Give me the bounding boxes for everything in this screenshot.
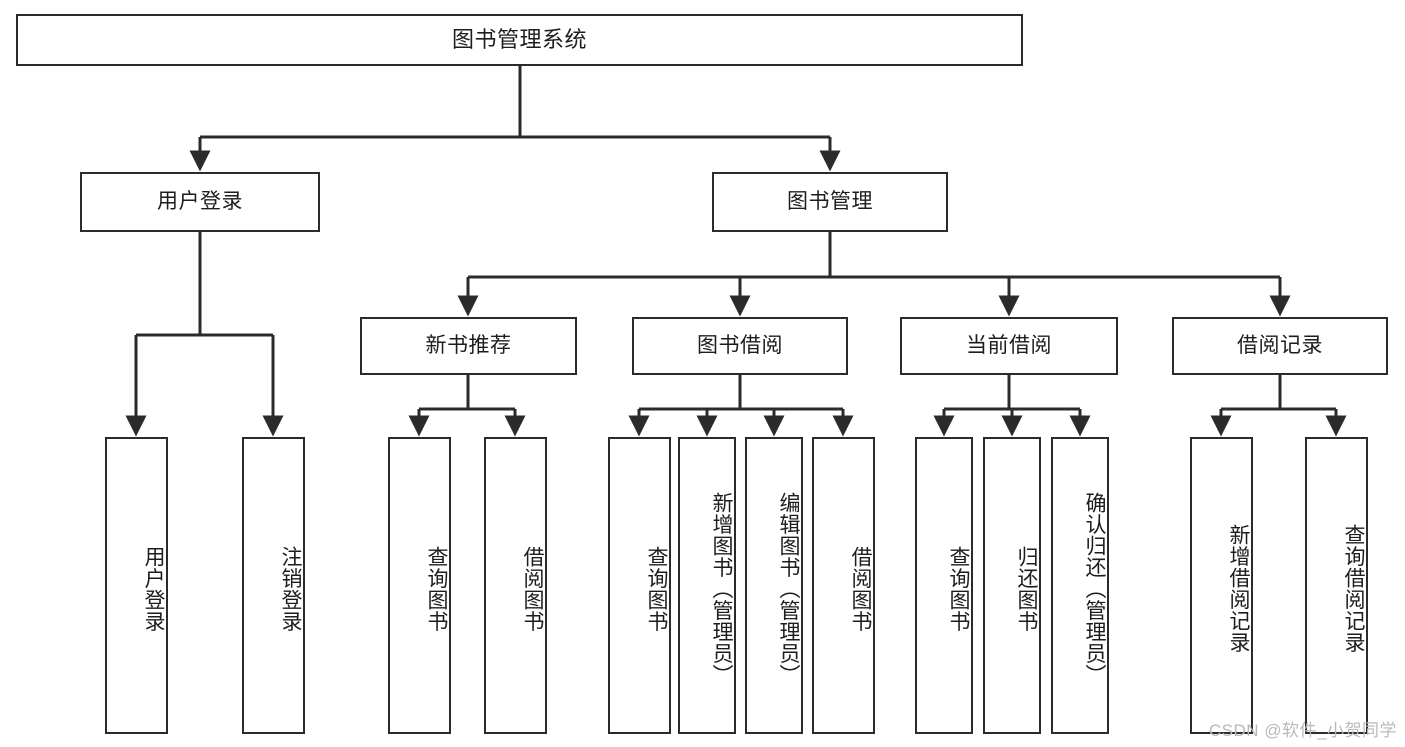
- node-leaf-query-book-recommend-label: 查询图书: [425, 545, 448, 632]
- node-leaf-confirm-return-admin[interactable]: 确认归还（管理员）: [1051, 437, 1109, 734]
- node-leaf-query-book-borrow[interactable]: 查询图书: [608, 437, 671, 734]
- node-leaf-user-logout[interactable]: 注销登录: [242, 437, 305, 734]
- node-new-book-recommend-label: 新书推荐: [425, 334, 512, 358]
- node-user-login-label: 用户登录: [157, 190, 243, 214]
- node-leaf-user-login[interactable]: 用户登录: [105, 437, 168, 734]
- node-new-book-recommend[interactable]: 新书推荐: [360, 317, 577, 375]
- node-leaf-query-borrow-record[interactable]: 查询借阅记录: [1305, 437, 1368, 734]
- node-book-manage[interactable]: 图书管理: [712, 172, 948, 232]
- node-user-login[interactable]: 用户登录: [80, 172, 320, 232]
- node-leaf-borrow-book-recommend-label: 借阅图书: [521, 545, 544, 632]
- node-leaf-query-book-current[interactable]: 查询图书: [915, 437, 973, 734]
- node-leaf-borrow-book-recommend[interactable]: 借阅图书: [484, 437, 547, 734]
- node-leaf-return-book-label: 归还图书: [1015, 545, 1038, 632]
- node-book-borrow-label: 图书借阅: [697, 334, 783, 358]
- node-leaf-borrow-book-label: 借阅图书: [849, 545, 872, 632]
- node-leaf-edit-book-admin-label: 编辑图书（管理员）: [777, 491, 800, 686]
- node-leaf-add-book-admin[interactable]: 新增图书（管理员）: [678, 437, 736, 734]
- node-leaf-edit-book-admin[interactable]: 编辑图书（管理员）: [745, 437, 803, 734]
- node-book-manage-label: 图书管理: [787, 190, 873, 214]
- node-leaf-add-borrow-record[interactable]: 新增借阅记录: [1190, 437, 1253, 734]
- node-leaf-query-borrow-record-label: 查询借阅记录: [1342, 524, 1365, 653]
- node-leaf-borrow-book[interactable]: 借阅图书: [812, 437, 875, 734]
- node-current-borrow[interactable]: 当前借阅: [900, 317, 1118, 375]
- node-root-label: 图书管理系统: [451, 26, 587, 52]
- node-borrow-record[interactable]: 借阅记录: [1172, 317, 1388, 375]
- node-leaf-return-book[interactable]: 归还图书: [983, 437, 1041, 734]
- node-leaf-query-book-current-label: 查询图书: [947, 545, 970, 632]
- node-leaf-confirm-return-admin-label: 确认归还（管理员）: [1083, 491, 1106, 686]
- node-leaf-user-login-label: 用户登录: [142, 545, 165, 632]
- node-root[interactable]: 图书管理系统: [16, 14, 1023, 66]
- node-leaf-add-book-admin-label: 新增图书（管理员）: [710, 491, 733, 686]
- node-borrow-record-label: 借阅记录: [1237, 334, 1323, 358]
- node-current-borrow-label: 当前借阅: [966, 334, 1052, 358]
- node-leaf-add-borrow-record-label: 新增借阅记录: [1227, 524, 1250, 653]
- node-leaf-user-logout-label: 注销登录: [279, 545, 302, 632]
- node-leaf-query-book-recommend[interactable]: 查询图书: [388, 437, 451, 734]
- node-leaf-query-book-borrow-label: 查询图书: [645, 545, 668, 632]
- node-book-borrow[interactable]: 图书借阅: [632, 317, 848, 375]
- csdn-watermark: CSDN @软件_小贺同学: [1208, 721, 1397, 740]
